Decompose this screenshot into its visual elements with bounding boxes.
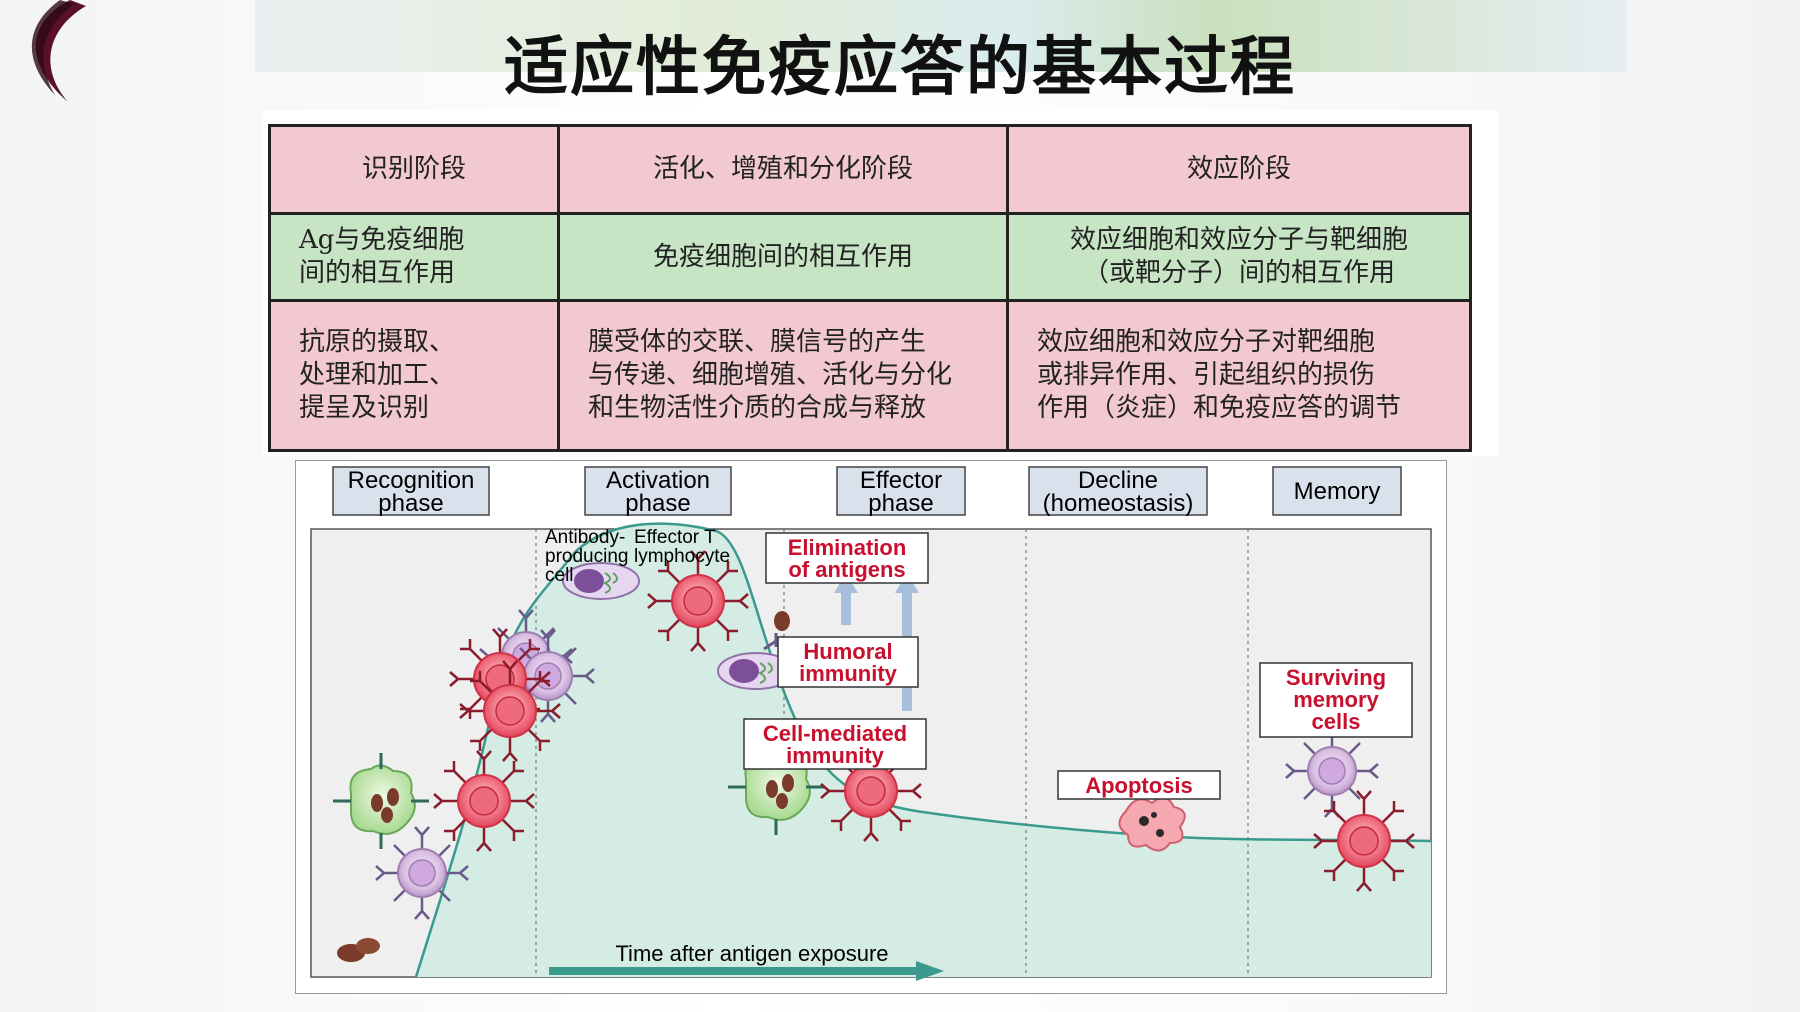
effector-t-line2: lymphocyte xyxy=(634,546,730,567)
cell-line: 膜受体的交联、膜信号的产生 xyxy=(588,327,927,357)
elimination-label-box: Elimination of antigens xyxy=(765,532,929,584)
header-recognition: 识别阶段 xyxy=(268,124,560,215)
cell-line: 或排异作用、引起组织的损伤 xyxy=(1037,360,1376,390)
elimination-line1: Elimination xyxy=(788,535,907,560)
apoptosis-label: Apoptosis xyxy=(1085,773,1193,798)
phase-decline-line1: Decline xyxy=(1078,467,1158,494)
apoptosis-label-box: Apoptosis xyxy=(1057,770,1221,800)
antibody-cell-annotation: Antibody- producing cell xyxy=(545,527,628,586)
table-header-row: 识别阶段 活化、增殖和分化阶段 效应阶段 xyxy=(268,124,1472,215)
surviving-memory-label-box: Surviving memory cells xyxy=(1259,662,1413,738)
antibody-producing-cell-icon xyxy=(562,562,640,600)
interaction-row: Ag与免疫细胞 间的相互作用 免疫细胞间的相互作用 效应细胞和效应分子与靶细胞 … xyxy=(268,212,1472,302)
process-cell-effector: 效应细胞和效应分子对靶细胞 或排异作用、引起组织的损伤 作用（炎症）和免疫应答的… xyxy=(1006,299,1472,452)
phase-activation-line1: Activation xyxy=(606,467,710,494)
surviving-line3: cells xyxy=(1312,709,1361,734)
antigen-particles-icon xyxy=(337,938,380,962)
effector-t-line1: Effector T xyxy=(634,527,716,548)
humoral-label-box: Humoral immunity xyxy=(777,636,919,688)
phase-box-memory: Memory xyxy=(1272,466,1402,516)
stage-table: 识别阶段 活化、增殖和分化阶段 效应阶段 Ag与免疫细胞 间的相互作用 免疫细胞… xyxy=(268,124,1472,452)
surviving-line1: Surviving xyxy=(1286,665,1386,690)
page-title: 适应性免疫应答的基本过程 xyxy=(504,31,1296,105)
interaction-cell-activation: 免疫细胞间的相互作用 xyxy=(557,212,1009,302)
phase-dividers xyxy=(535,529,1249,977)
phase-effector-line2: phase xyxy=(868,490,933,517)
antibody-cell-line1: Antibody- xyxy=(545,527,625,548)
cell-line: 作用（炎症）和免疫应答的调节 xyxy=(1037,393,1402,423)
elimination-line2: of antigens xyxy=(788,557,905,582)
cell-line: 抗原的摄取、 xyxy=(299,327,456,357)
process-cell-recognition: 抗原的摄取、 处理和加工、 提呈及识别 xyxy=(268,299,560,452)
phase-recognition-line1: Recognition xyxy=(348,467,475,494)
cell-line: 间的相互作用 xyxy=(299,258,456,288)
cell-line: 效应细胞和效应分子对靶细胞 xyxy=(1037,327,1376,357)
phase-box-activation: Activation phase xyxy=(584,466,732,517)
cell-line: 提呈及识别 xyxy=(299,393,430,423)
phase-memory-label: Memory xyxy=(1294,478,1381,505)
interaction-cell-recognition: Ag与免疫细胞 间的相互作用 xyxy=(268,212,560,302)
immune-response-diagram: Recognition phase Activation phase Effec… xyxy=(295,460,1447,994)
cell-mediated-line1: Cell-mediated xyxy=(763,721,907,746)
process-cell-activation: 膜受体的交联、膜信号的产生 与传递、细胞增殖、活化与分化 和生物活性介质的合成与… xyxy=(557,299,1009,452)
phase-box-recognition: Recognition phase xyxy=(332,466,490,517)
time-axis-arrow-icon xyxy=(549,961,944,981)
cell-mediated-label-box: Cell-mediated immunity xyxy=(743,718,927,770)
humoral-line1: Humoral xyxy=(803,639,892,664)
banner-band xyxy=(255,0,1627,72)
phase-activation-line2: phase xyxy=(625,490,690,517)
phase-box-effector: Effector phase xyxy=(836,466,966,517)
cell-mediated-line2: immunity xyxy=(786,743,885,768)
phase-effector-line1: Effector xyxy=(860,467,942,494)
process-row: 抗原的摄取、 处理和加工、 提呈及识别 膜受体的交联、膜信号的产生 与传递、细胞… xyxy=(268,299,1472,452)
top-banner xyxy=(0,0,1800,120)
stage-table-panel: 识别阶段 活化、增殖和分化阶段 效应阶段 Ag与免疫细胞 间的相互作用 免疫细胞… xyxy=(262,110,1498,456)
cell-line: Ag与免疫细胞 xyxy=(299,225,465,255)
cell-line: （或靶分子）间的相互作用 xyxy=(1082,258,1395,288)
antibody-cell-line3: cell xyxy=(545,565,574,586)
corner-swoosh-icon xyxy=(31,0,86,102)
cell-line: 效应细胞和效应分子与靶细胞 xyxy=(1069,225,1408,255)
cell-line: 免疫细胞间的相互作用 xyxy=(652,241,913,272)
effector-t-annotation: Effector T lymphocyte xyxy=(634,527,730,567)
cell-line: 处理和加工、 xyxy=(299,360,456,390)
interaction-cell-effector: 效应细胞和效应分子与靶细胞 （或靶分子）间的相互作用 xyxy=(1006,212,1472,302)
phase-recognition-line2: phase xyxy=(378,490,443,517)
header-effector: 效应阶段 xyxy=(1006,124,1472,215)
cell-line: 和生物活性介质的合成与释放 xyxy=(588,393,927,423)
time-axis-label: Time after antigen exposure xyxy=(615,941,888,966)
cell-line: 与传递、细胞增殖、活化与分化 xyxy=(588,360,953,390)
antibody-cell-line2: producing xyxy=(545,546,628,567)
surviving-line2: memory xyxy=(1293,687,1379,712)
response-curve-area xyxy=(416,523,1431,977)
phase-decline-line2: (homeostasis) xyxy=(1043,490,1194,517)
apoptotic-cell-icon xyxy=(1118,796,1186,852)
phase-box-decline: Decline (homeostasis) xyxy=(1028,466,1208,517)
diagram-canvas: Recognition phase Activation phase Effec… xyxy=(310,466,1432,981)
header-activation: 活化、增殖和分化阶段 xyxy=(557,124,1009,215)
humoral-line2: immunity xyxy=(799,661,898,686)
